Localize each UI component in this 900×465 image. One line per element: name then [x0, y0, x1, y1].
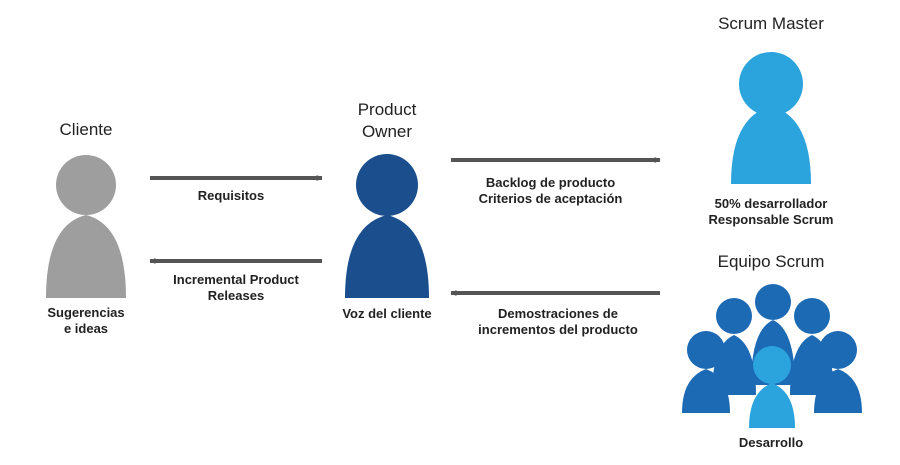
demos-label: Demostraciones de incrementos del produc… — [463, 306, 653, 338]
cliente-title: Cliente — [59, 120, 113, 139]
scrum-master-caption: 50% desarrollador Responsable Scrum — [686, 196, 856, 228]
backlog-label: Backlog de producto Criterios de aceptac… — [458, 175, 643, 207]
releases-label-line-2: Releases — [207, 288, 265, 303]
equipo-scrum-group-icon — [682, 284, 862, 428]
product-owner-caption: Voz del cliente — [342, 306, 432, 321]
releases-label-line-1: Incremental Product — [173, 272, 299, 287]
requisitos-label: Requisitos — [197, 188, 265, 203]
demos-label-line-1: Demostraciones de — [498, 306, 618, 321]
cliente-caption-line-2: e ideas — [63, 321, 109, 336]
product-owner-title-line-1: Product — [357, 100, 417, 119]
backlog-label-line-2: Criterios de aceptación — [478, 191, 623, 206]
scrum-master-caption-line-1: 50% desarrollador — [714, 196, 828, 211]
product-owner-title: Product Owner — [327, 99, 447, 143]
product-owner-title-line-2: Owner — [361, 122, 413, 141]
demos-label-line-2: incrementos del producto — [478, 322, 638, 337]
scrum-master-person-icon — [731, 52, 811, 184]
scrum-master-title: Scrum Master — [718, 14, 824, 33]
product-owner-person-icon — [345, 154, 429, 298]
scrum-master-caption-line-2: Responsable Scrum — [708, 212, 834, 227]
backlog-label-line-1: Backlog de producto — [485, 175, 616, 190]
equipo-scrum-caption: Desarrollo — [738, 435, 804, 450]
cliente-caption-line-1: Sugerencias — [47, 305, 125, 320]
equipo-scrum-title: Equipo Scrum — [717, 252, 825, 271]
releases-label: Incremental Product Releases — [156, 272, 316, 304]
cliente-caption: Sugerencias e ideas — [26, 305, 146, 337]
cliente-person-icon — [46, 155, 126, 298]
